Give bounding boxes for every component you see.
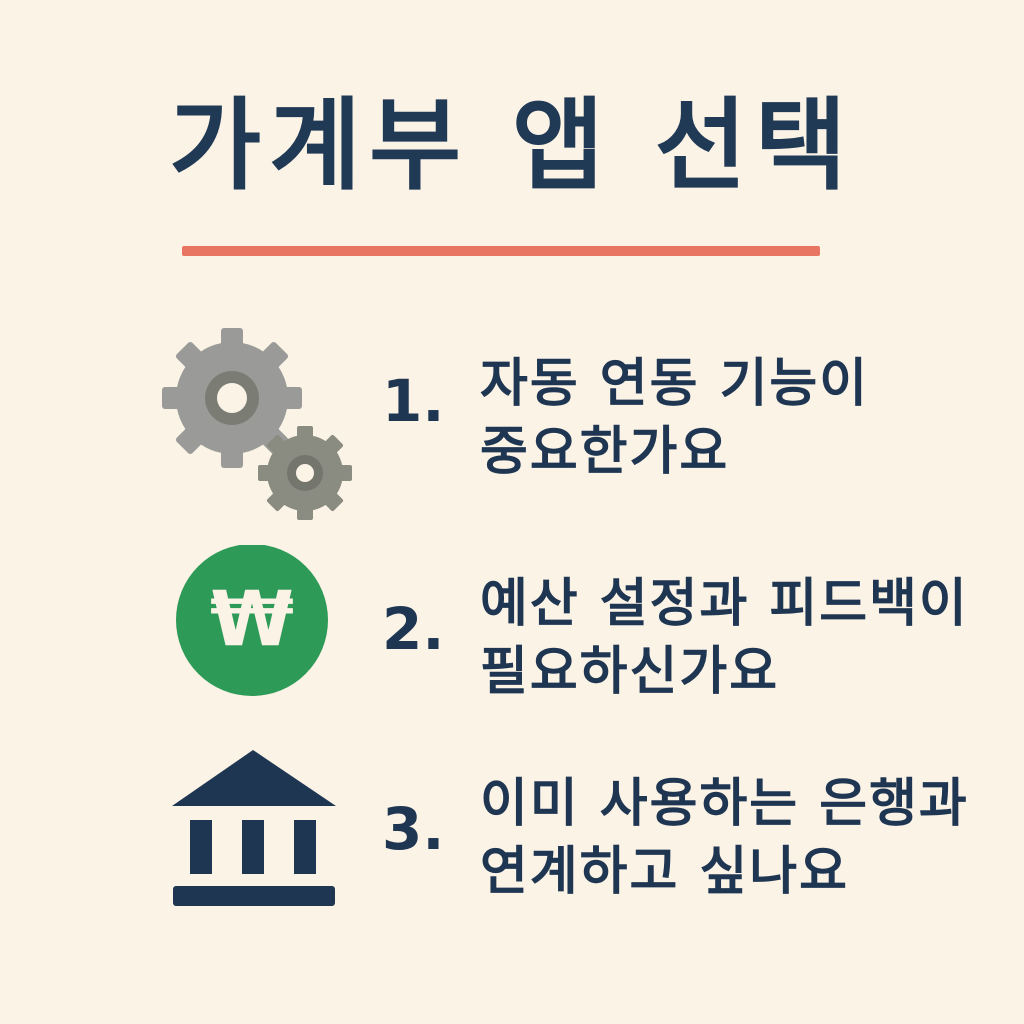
list-item-2: ₩ 2. 예산 설정과 피드백이 필요하신가요 [0, 545, 1024, 725]
item-question-line-2: 중요한가요 [480, 422, 730, 482]
small-gear-icon [258, 426, 352, 520]
page-title: 가계부 앱 선택 [169, 87, 855, 204]
item-question-line-2: 필요하신가요 [480, 642, 780, 702]
gears-icon [150, 320, 370, 520]
item-number: 2. [382, 595, 445, 663]
bank-pillar [190, 820, 212, 874]
item-question-line-2: 연계하고 싶나요 [480, 842, 849, 902]
list-item-1: 1. 자동 연동 기능이 중요한가요 [0, 320, 1024, 520]
won-coin-icon: ₩ [150, 545, 370, 745]
title-underline [182, 246, 820, 256]
won-coin-svg: ₩ [176, 545, 328, 696]
bank-roof [172, 750, 336, 806]
item-question-line-1: 예산 설정과 피드백이 [480, 574, 969, 634]
bank-pillar [294, 820, 316, 874]
item-question: 자동 연동 기능이 중요한가요 [480, 350, 1000, 486]
bank-svg [172, 750, 336, 906]
list-item-3: 3. 이미 사용하는 은행과 연계하고 싶나요 [0, 740, 1024, 920]
item-question: 예산 설정과 피드백이 필요하신가요 [480, 570, 1000, 706]
item-question: 이미 사용하는 은행과 연계하고 싶나요 [480, 770, 1000, 906]
item-question-line-1: 이미 사용하는 은행과 [480, 774, 969, 834]
gears-svg [162, 328, 352, 520]
won-symbol: ₩ [210, 574, 294, 663]
bank-icon [150, 740, 370, 940]
bank-base [173, 886, 335, 906]
bank-pillar [242, 820, 264, 874]
won-circle [176, 545, 328, 696]
item-number: 1. [382, 367, 445, 435]
item-number: 3. [382, 795, 445, 863]
item-question-line-1: 자동 연동 기능이 [480, 354, 870, 414]
